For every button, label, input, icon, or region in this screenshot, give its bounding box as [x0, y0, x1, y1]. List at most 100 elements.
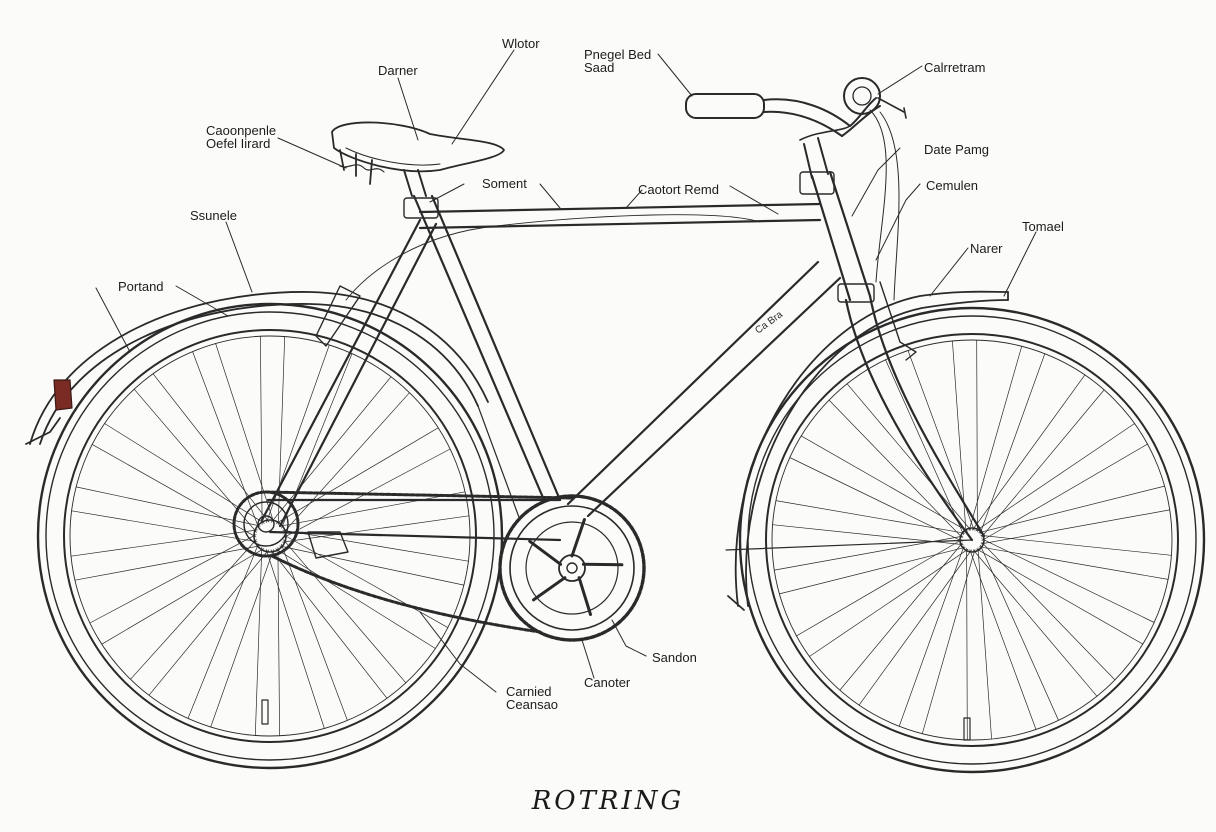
spoke: [133, 388, 257, 533]
label-calmetram: Calrretram: [924, 60, 986, 75]
spoke: [846, 383, 972, 531]
spoke: [980, 509, 1171, 545]
label-pnegel-bed: Pnegel Bed Saad: [584, 48, 651, 74]
spoke: [270, 549, 388, 699]
spoke: [210, 549, 274, 728]
label-carmed: Carnied Ceansao: [506, 685, 558, 711]
spoke: [976, 548, 1144, 645]
label-portand: Portand: [118, 279, 164, 294]
front-wheel: [738, 306, 1206, 774]
spoke: [130, 539, 257, 680]
spoke: [796, 539, 963, 637]
label-danner: Darner: [378, 63, 418, 78]
label-caoonpenle-line2: Oefel Iirard: [206, 136, 271, 151]
spoke: [968, 345, 1023, 531]
spoke: [282, 515, 470, 543]
rear-derailleur: [307, 531, 349, 559]
spoke: [972, 549, 1098, 697]
spoke: [828, 399, 963, 539]
spoke: [254, 547, 263, 736]
rear-wheel: [36, 302, 504, 770]
bell-icon: [843, 77, 907, 119]
spoke: [74, 545, 261, 581]
spoke: [260, 335, 263, 525]
front-valve-icon: [963, 717, 971, 741]
spoke: [775, 500, 966, 534]
spoke: [800, 435, 968, 532]
front-brake: [879, 281, 917, 361]
rear-valve-icon: [261, 699, 269, 725]
down-tube-text: Ca Bra: [753, 309, 785, 336]
spoke: [89, 534, 257, 624]
label-sandon: Sandon: [652, 650, 697, 665]
label-carmed-line1: Carnied: [506, 684, 552, 699]
spoke: [885, 359, 964, 535]
label-pnegel-bed-line1: Pnegel Bed: [584, 47, 652, 62]
spoke: [152, 373, 270, 523]
spoke: [215, 343, 275, 523]
crank-arm: [532, 576, 567, 602]
spoke: [279, 491, 466, 527]
label-carmed-line2: Ceansao: [506, 697, 559, 712]
label-soment: Soment: [482, 176, 527, 191]
crank-arm: [581, 562, 624, 567]
bicycle-frame: [260, 170, 986, 542]
spoke: [271, 376, 392, 523]
spoke: [978, 485, 1165, 534]
spoke: [898, 545, 965, 727]
spoke: [980, 545, 1059, 721]
rear-brake-cable: [345, 214, 761, 301]
spoke: [282, 529, 469, 562]
rear-fender: [25, 291, 521, 521]
spoke: [972, 374, 1086, 531]
spoke: [809, 548, 969, 657]
label-ssunele: Ssunele: [190, 208, 237, 223]
spoke: [277, 547, 280, 737]
spoke: [921, 549, 976, 735]
spoke: [952, 340, 967, 533]
crank-arm: [528, 539, 563, 566]
spoke: [789, 457, 963, 542]
spoke: [839, 542, 963, 691]
label-narer: Narer: [970, 241, 1003, 256]
spoke: [977, 547, 992, 740]
spoke: [976, 339, 978, 532]
spoke: [858, 549, 972, 706]
spoke: [975, 423, 1135, 532]
spoke: [265, 549, 325, 729]
leader-lines: [95, 49, 1037, 693]
label-caoonpenle: Caoonpenle Oefel Iirard: [206, 124, 276, 150]
label-canoter: Canoter: [584, 675, 631, 690]
label-tomael: Tomael: [1022, 219, 1064, 234]
spoke: [187, 543, 259, 719]
front-fender: [725, 290, 1009, 611]
spoke: [275, 548, 436, 649]
spoke: [980, 535, 1172, 556]
spoke: [91, 444, 257, 538]
spoke: [101, 548, 265, 645]
chainring: [498, 494, 646, 642]
spoke: [281, 543, 348, 721]
spoke: [70, 529, 258, 557]
spoke: [779, 546, 966, 595]
label-pnegel-bed-line2: Saad: [584, 60, 615, 75]
spoke: [275, 427, 439, 524]
spoke: [966, 548, 968, 741]
spoke: [71, 510, 258, 543]
spoke: [978, 546, 1169, 580]
label-caoonpenle-line1: Caoonpenle: [206, 123, 277, 138]
spoke: [104, 423, 265, 524]
label-caotort-remd: Caotort Remd: [638, 182, 719, 197]
brake-cable: [869, 109, 900, 301]
chain: [264, 490, 574, 634]
crank-arm: [570, 518, 586, 558]
spoke: [283, 534, 449, 628]
spoke: [979, 353, 1046, 535]
rear-cassette: [232, 490, 300, 558]
spoke: [75, 486, 261, 527]
handlebar: [685, 93, 881, 179]
rear-brake: [315, 285, 361, 347]
spoke: [969, 549, 1037, 730]
